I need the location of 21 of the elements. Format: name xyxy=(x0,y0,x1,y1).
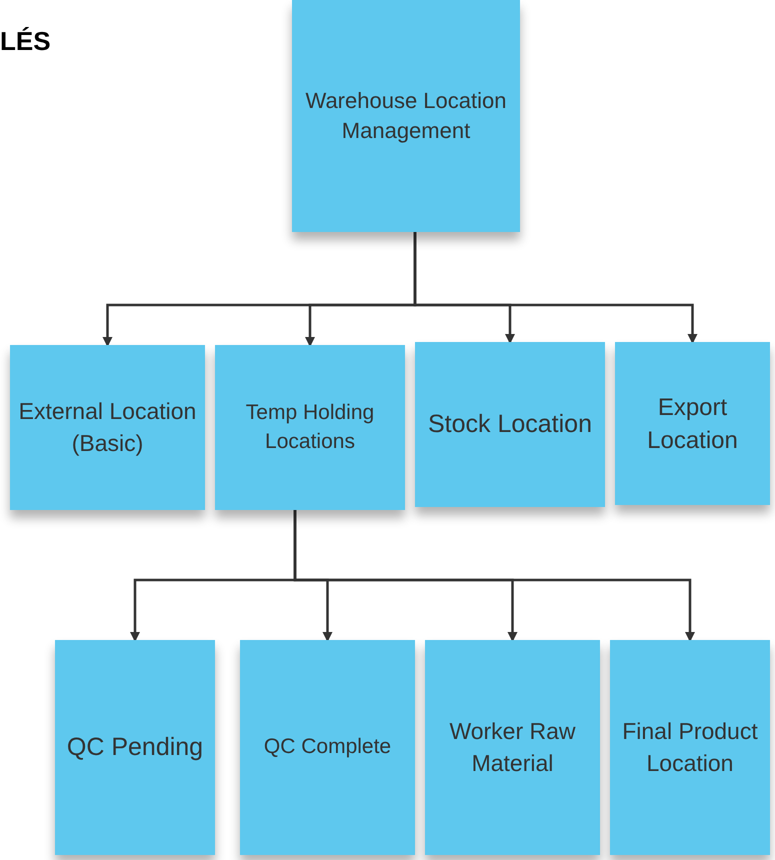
note-text: Warehouse Location Management xyxy=(304,86,508,145)
sticky-note xyxy=(610,640,770,855)
connector-arrow xyxy=(294,510,695,642)
sticky-note xyxy=(10,345,205,510)
note-text: Stock Location xyxy=(428,409,592,440)
note-text: QC Complete xyxy=(264,734,392,760)
connector-arrow xyxy=(414,232,698,344)
note-text: External Location (Basic) xyxy=(18,396,197,458)
note-text: Final Product Location xyxy=(621,716,759,778)
heading-text: LÉS xyxy=(0,25,51,58)
note-text: Export Location xyxy=(646,392,739,456)
note-text: QC Pending xyxy=(66,732,204,764)
sticky-note xyxy=(292,0,520,232)
sticky-note xyxy=(215,345,405,510)
sticky-note xyxy=(415,342,605,507)
sticky-note xyxy=(55,640,215,855)
sticky-note xyxy=(425,640,600,855)
note-text: Temp Holding Locations xyxy=(244,400,376,454)
sticky-note xyxy=(615,342,770,505)
note-text: Worker Raw Material xyxy=(448,716,577,778)
sticky-note xyxy=(240,640,415,855)
